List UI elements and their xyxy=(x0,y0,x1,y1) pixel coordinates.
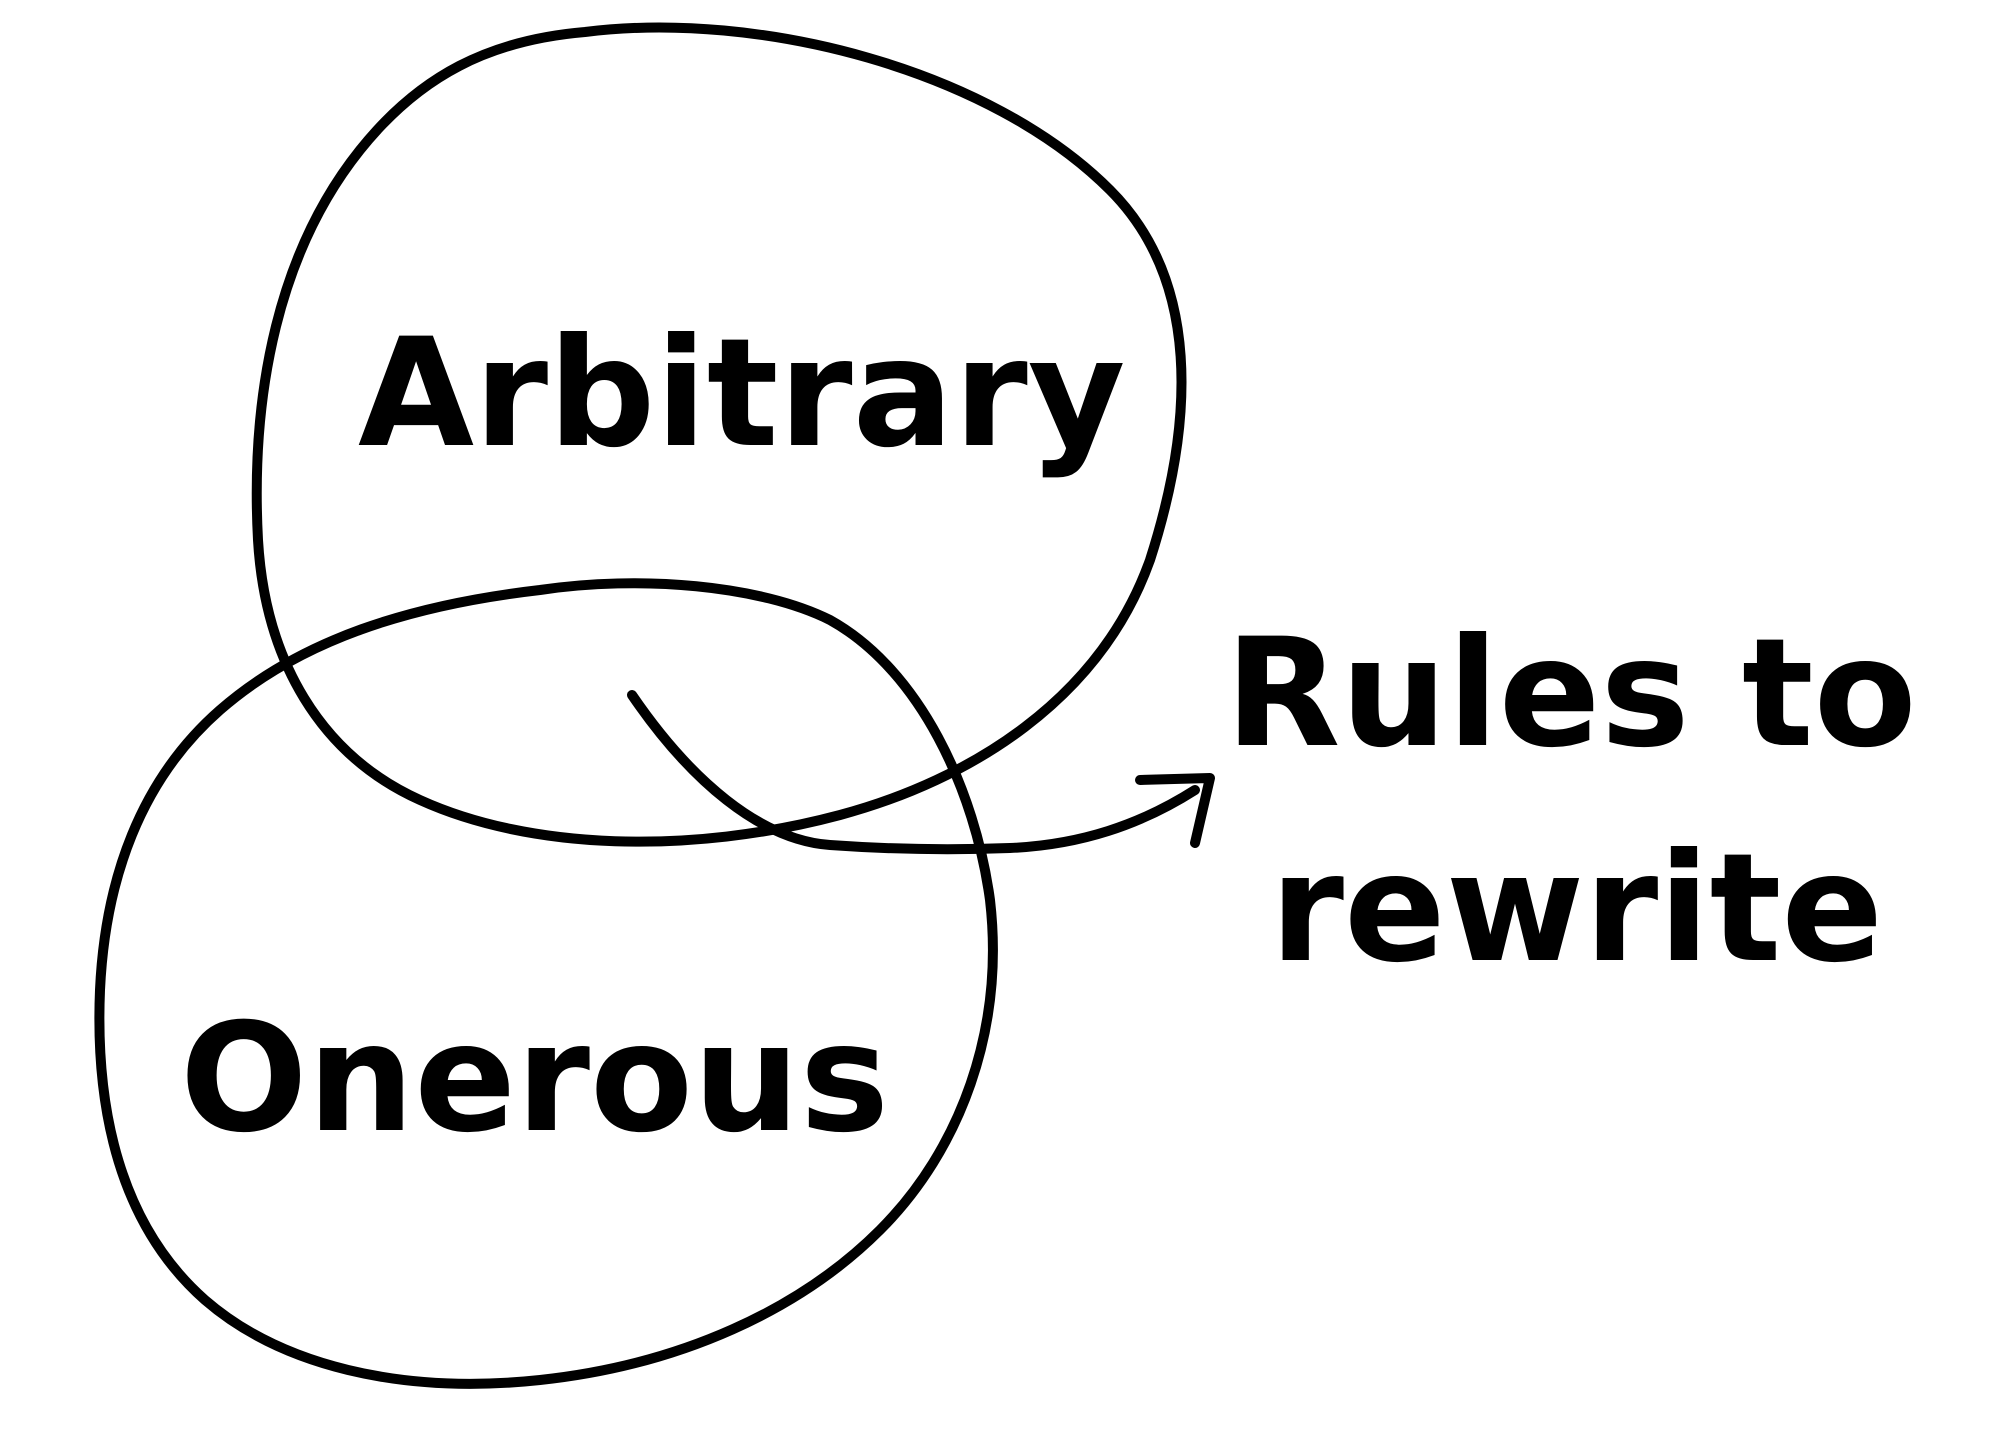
circle-arbitrary xyxy=(251,22,1187,847)
callout-arrow-line xyxy=(627,690,1200,855)
label-arbitrary: Arbitrary xyxy=(358,307,1126,481)
circle-onerous xyxy=(94,578,998,1389)
callout-line-2: rewrite xyxy=(1270,822,1883,996)
arrow-head-icon xyxy=(1135,773,1215,848)
label-onerous: Onerous xyxy=(180,992,889,1166)
callout-line-1: Rules to xyxy=(1225,607,1917,781)
